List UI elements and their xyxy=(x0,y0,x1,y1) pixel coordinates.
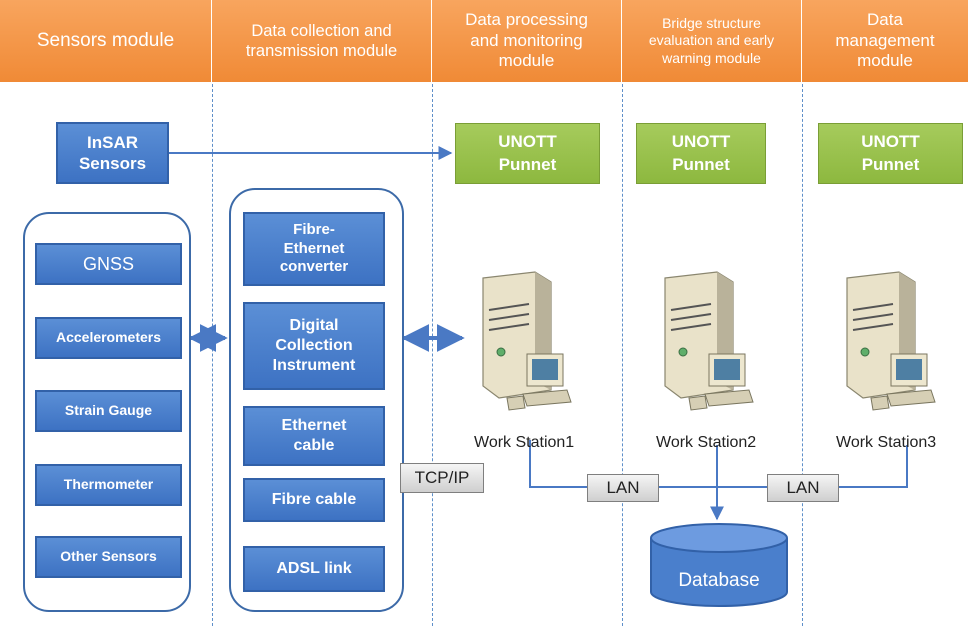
header-data-processing-module-label: Data processing and monitoring module xyxy=(465,9,588,71)
header-data-processing-module: Data processing and monitoring module xyxy=(432,0,622,82)
adsl-link-box: ADSL link xyxy=(243,546,385,592)
column-divider xyxy=(212,84,213,626)
workstation1-server-icon xyxy=(482,271,572,411)
sensor-strain-gauge: Strain Gauge xyxy=(35,390,182,432)
monitor xyxy=(506,353,572,411)
monitor xyxy=(870,353,936,411)
lan-label: LAN xyxy=(767,474,839,502)
digital-collection-instrument-box: Digital Collection Instrument xyxy=(243,302,385,390)
monitor xyxy=(688,353,754,411)
fibre-cable-box: Fibre cable xyxy=(243,478,385,522)
header-data-collection-module-label: Data collection and transmission module xyxy=(245,21,398,60)
header-bridge-evaluation-module-label: Bridge structure evaluation and early wa… xyxy=(648,15,775,66)
workstation2-label: Work Station2 xyxy=(656,434,757,451)
column-divider xyxy=(802,84,803,626)
workstation2-server-icon xyxy=(664,271,754,411)
unott-punnet-box: UNOTT Punnet xyxy=(818,123,963,184)
workstation1-label: Work Station1 xyxy=(474,434,575,451)
header-data-collection-module: Data collection and transmission module xyxy=(212,0,432,82)
sensor-accelerometers: Accelerometers xyxy=(35,317,182,359)
insar-sensors-box: InSAR Sensors xyxy=(56,122,169,184)
module-header-row: Sensors module Data collection and trans… xyxy=(0,0,968,84)
database-icon xyxy=(650,523,788,607)
column-divider xyxy=(622,84,623,626)
sensor-gnss: GNSS xyxy=(35,243,182,285)
header-sensors-module: Sensors module xyxy=(0,0,212,82)
lan-label: LAN xyxy=(587,474,659,502)
unott-punnet-box: UNOTT Punnet xyxy=(455,123,600,184)
column-divider xyxy=(432,84,433,626)
tcpip-label: TCP/IP xyxy=(400,463,484,493)
unott-punnet-box: UNOTT Punnet xyxy=(636,123,766,184)
sensor-other: Other Sensors xyxy=(35,536,182,578)
workstation3-label: Work Station3 xyxy=(836,434,937,451)
header-data-management-module: Data management module xyxy=(802,0,968,82)
header-data-management-module-label: Data management module xyxy=(835,9,935,71)
ethernet-cable-box: Ethernet cable xyxy=(243,406,385,466)
workstation3-server-icon xyxy=(846,271,936,411)
header-bridge-evaluation-module: Bridge structure evaluation and early wa… xyxy=(622,0,802,82)
fibre-ethernet-converter-box: Fibre- Ethernet converter xyxy=(243,212,385,286)
sensor-thermometer: Thermometer xyxy=(35,464,182,506)
database-label: Database xyxy=(678,570,760,591)
header-sensors-module-label: Sensors module xyxy=(36,30,175,52)
